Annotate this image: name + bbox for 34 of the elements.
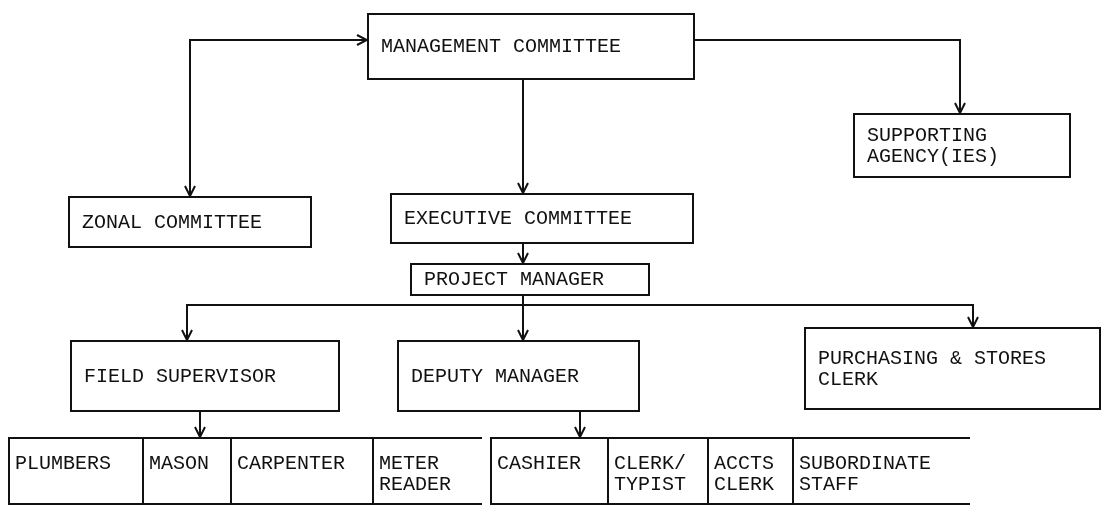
role-label: CASHIER [497, 453, 581, 474]
role-label: FIELD SUPERVISOR [84, 365, 277, 387]
org-box [410, 263, 650, 296]
arrow [517, 243, 529, 264]
org-box [367, 13, 695, 80]
arrow [694, 39, 966, 114]
staff-cell [792, 439, 972, 503]
arrow [194, 411, 206, 438]
arrow [184, 34, 368, 197]
role-label: SUPPORTING AGENCY(IES) [867, 124, 1001, 167]
org-box [68, 196, 312, 248]
role-label: METER READER [379, 453, 452, 495]
role-label: CLERK/ TYPIST [614, 453, 687, 495]
role-label: PROJECT MANAGER [424, 269, 605, 290]
org-box [853, 113, 1071, 178]
role-label: EXECUTIVE COMMITTEE [404, 208, 633, 229]
org-box [804, 327, 1101, 410]
staff-cell [372, 439, 484, 503]
role-label: SUBORDINATE STAFF [799, 453, 933, 495]
org-group-box [8, 437, 482, 505]
org-box [70, 340, 340, 412]
org-box [390, 193, 694, 244]
role-label: MANAGEMENT COMMITTEE [381, 36, 622, 57]
role-label: ZONAL COMMITTEE [82, 211, 263, 233]
org-box [397, 340, 640, 412]
org-group-box [490, 437, 970, 505]
arrow [517, 79, 529, 194]
role-label: PURCHASING & STORES CLERK [818, 347, 1048, 390]
role-label: PLUMBERS [15, 453, 111, 474]
arrow [574, 411, 586, 438]
role-label: CARPENTER [237, 453, 346, 474]
role-label: DEPUTY MANAGER [411, 365, 580, 387]
role-label: ACCTS CLERK [714, 453, 775, 495]
role-label: MASON [149, 453, 209, 474]
